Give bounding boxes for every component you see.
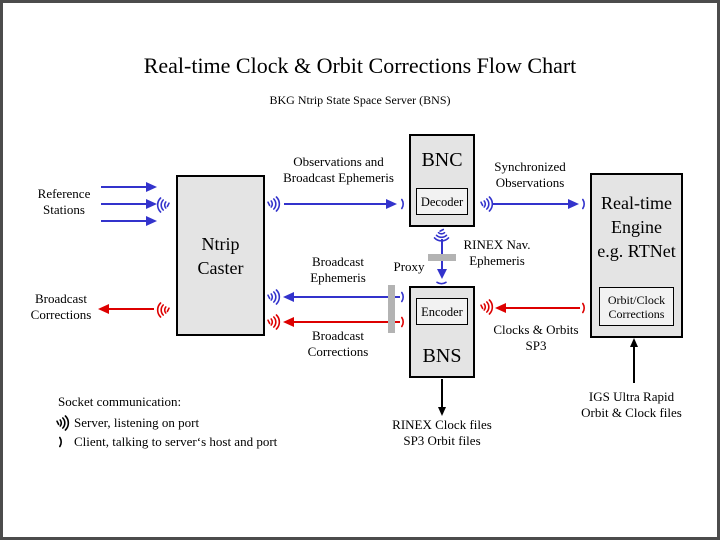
ref-arrow-3-head: [146, 216, 157, 226]
realtime-engine-box: Real-time Engine e.g. RTNet Orbit/Clock …: [590, 173, 683, 338]
igs-ultra-rapid-label: IGS Ultra Rapid Orbit & Clock files: [581, 389, 682, 420]
ref-arrow-2-line: [101, 203, 146, 205]
broadcast-corrections-mid-arrow-line: [294, 321, 400, 323]
synchronized-observations-label: Synchronized Observations: [494, 159, 566, 190]
client-socket-icon: [432, 281, 452, 288]
clocks-orbits-arrow-line: [506, 307, 580, 309]
obs-arrow-line: [284, 203, 386, 205]
realtime-engine-label: Real-time Engine e.g. RTNet: [597, 193, 676, 261]
igs-arrow-head: [630, 338, 638, 347]
broadcast-ephemeris-arrow-line: [294, 296, 400, 298]
ref-arrow-2-head: [146, 199, 157, 209]
server-socket-icon: [266, 312, 281, 332]
broadcast-corrections-left-arrow-head: [98, 304, 109, 314]
ntrip-caster-box: Ntrip Caster: [176, 175, 265, 336]
client-socket-icon: [400, 194, 407, 214]
ref-arrow-3-line: [101, 220, 146, 222]
rinex-clock-files-label: RINEX Clock files SP3 Orbit files: [392, 417, 492, 448]
encoder-box: Encoder: [416, 298, 468, 325]
legend-server-label: Server, listening on port: [74, 415, 200, 430]
ref-arrow-1-line: [101, 186, 146, 188]
bnc-box: BNC Decoder: [409, 134, 475, 227]
legend-client-label: Client, talking to server‘s host and por…: [74, 434, 278, 449]
broadcast-corrections-left-label: Broadcast Corrections: [30, 291, 92, 322]
client-socket-icon: [400, 287, 407, 307]
server-socket-icon: [479, 194, 494, 214]
server-socket-icon: [156, 300, 171, 320]
observations-broadcast-ephemeris-label: Observations and Broadcast Ephemeris: [283, 154, 394, 185]
rinex-nav-ephemeris-label: RINEX Nav. Ephemeris: [463, 237, 531, 268]
orbit-clock-corrections-box: Orbit/Clock Corrections: [599, 287, 674, 326]
broadcast-corrections-mid-arrow-head: [283, 317, 294, 327]
server-socket-icon: [266, 194, 281, 214]
ref-arrow-1-head: [146, 182, 157, 192]
decoder-box: Decoder: [416, 188, 468, 215]
proxy-label: Proxy: [393, 259, 425, 274]
page-title: Real-time Clock & Orbit Corrections Flow…: [143, 53, 577, 78]
client-socket-icon: [581, 298, 588, 318]
broadcast-corrections-mid-label: Broadcast Corrections: [307, 328, 369, 359]
proxy-vertical-bar: [388, 285, 395, 333]
server-socket-icon: [479, 297, 494, 317]
broadcast-corrections-left-arrow-line: [109, 308, 154, 310]
rinex-files-arrow-head: [438, 407, 446, 416]
obs-arrow-head: [386, 199, 397, 209]
clocks-orbits-sp3-label: Clocks & Orbits SP3: [493, 322, 579, 353]
server-socket-icon: [55, 413, 70, 433]
server-socket-icon: [266, 287, 281, 307]
bns-label: BNS: [422, 345, 462, 367]
bns-box: Encoder BNS: [409, 286, 475, 378]
client-socket-icon: [581, 194, 588, 214]
bnc-label: BNC: [421, 149, 463, 171]
broadcast-ephemeris-label: Broadcast Ephemeris: [310, 254, 366, 285]
sync-arrow-head: [568, 199, 579, 209]
sync-arrow-line: [493, 203, 568, 205]
rinex-nav-arrow-head: [437, 269, 447, 279]
broadcast-ephemeris-arrow-head: [283, 292, 294, 302]
ntrip-caster-label: Ntrip Caster: [197, 233, 244, 278]
server-socket-icon: [156, 195, 171, 215]
client-socket-icon: [400, 312, 407, 332]
reference-stations-label: Reference Stations: [37, 186, 91, 217]
proxy-horizontal-bar: [428, 254, 456, 261]
legend-heading: Socket communication:: [58, 394, 182, 409]
igs-arrow-line: [633, 347, 635, 383]
rinex-files-arrow-line: [441, 379, 443, 408]
page-subtitle: BKG Ntrip State Space Server (BNS): [269, 93, 451, 107]
clocks-orbits-arrow-head: [495, 303, 506, 313]
client-socket-icon: [58, 432, 65, 452]
